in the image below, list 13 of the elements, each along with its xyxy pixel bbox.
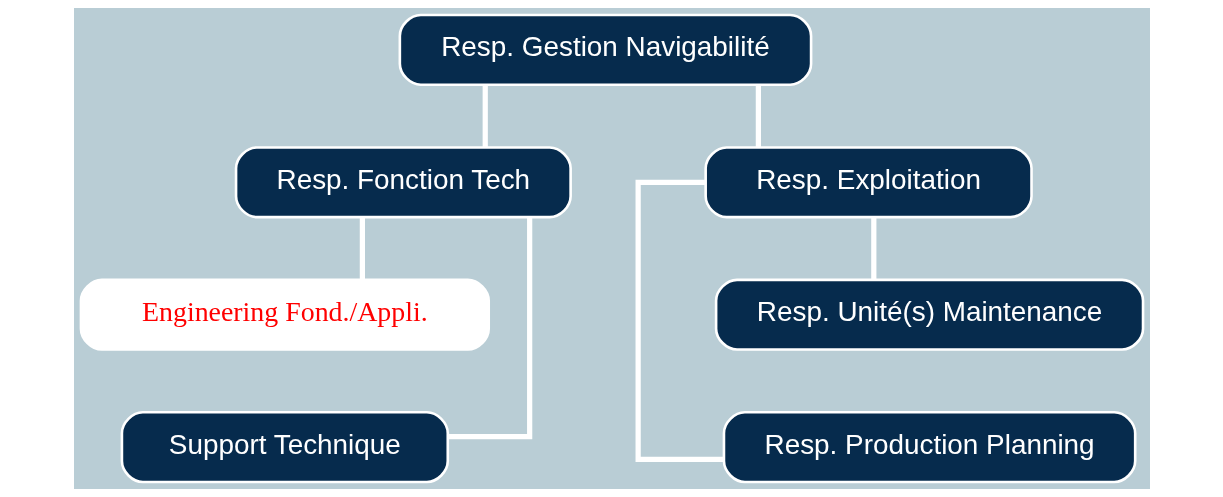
node-box: Resp. Unité(s) Maintenance xyxy=(714,278,1144,351)
connector xyxy=(755,85,761,148)
node-box: Engineering Fond./Appli. xyxy=(79,278,490,351)
connector xyxy=(870,217,876,280)
node-box: Resp. Exploitation xyxy=(703,146,1033,219)
node-box: Support Technique xyxy=(120,411,449,484)
node-box: Resp. Production Planning xyxy=(722,411,1136,484)
connector xyxy=(482,85,488,148)
node-box: Resp. Gestion Navigabilité xyxy=(398,13,812,86)
connector xyxy=(359,217,365,280)
node-box: Resp. Fonction Tech xyxy=(234,146,572,219)
connector xyxy=(447,217,532,440)
connector xyxy=(635,179,723,462)
